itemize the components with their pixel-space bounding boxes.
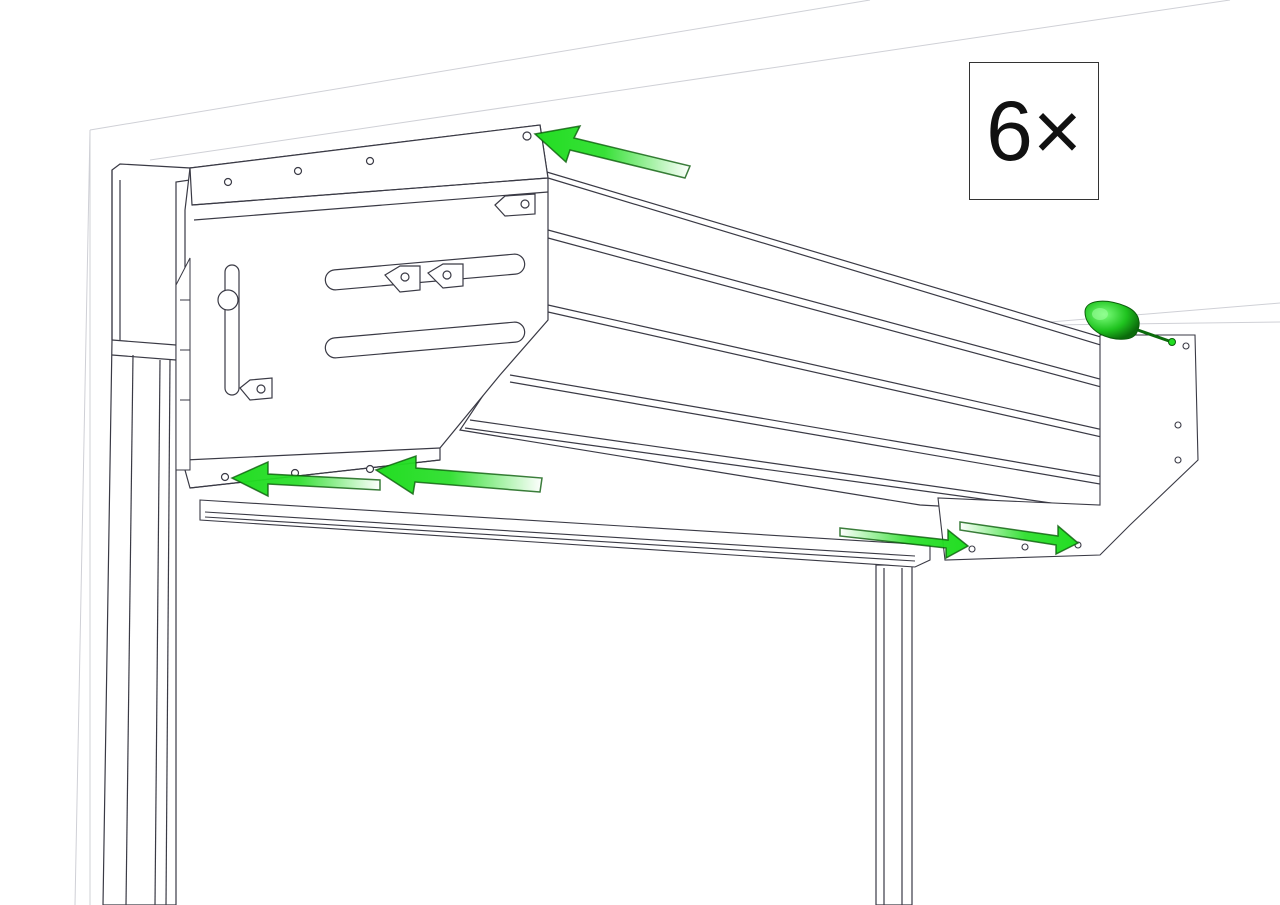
right-frame-post [875, 564, 913, 905]
screw-count-label: 6× [969, 62, 1099, 200]
right-bracket [937, 334, 1199, 561]
roller-housing [458, 169, 1196, 516]
left-end-cap [184, 124, 549, 489]
arrow-bracket-left [839, 527, 970, 560]
screwdriver-icon [1084, 300, 1176, 346]
arrow-bottom-middle [374, 454, 543, 496]
arrow-top-cap [533, 125, 692, 179]
lower-rail [199, 499, 931, 568]
left-frame-post [102, 163, 191, 905]
arrow-bracket-right [959, 521, 1080, 556]
arrow-bottom-left [230, 460, 381, 498]
side-mechanism [175, 257, 191, 471]
arrow-icon [230, 125, 1080, 560]
room-outline [74, 0, 1280, 905]
